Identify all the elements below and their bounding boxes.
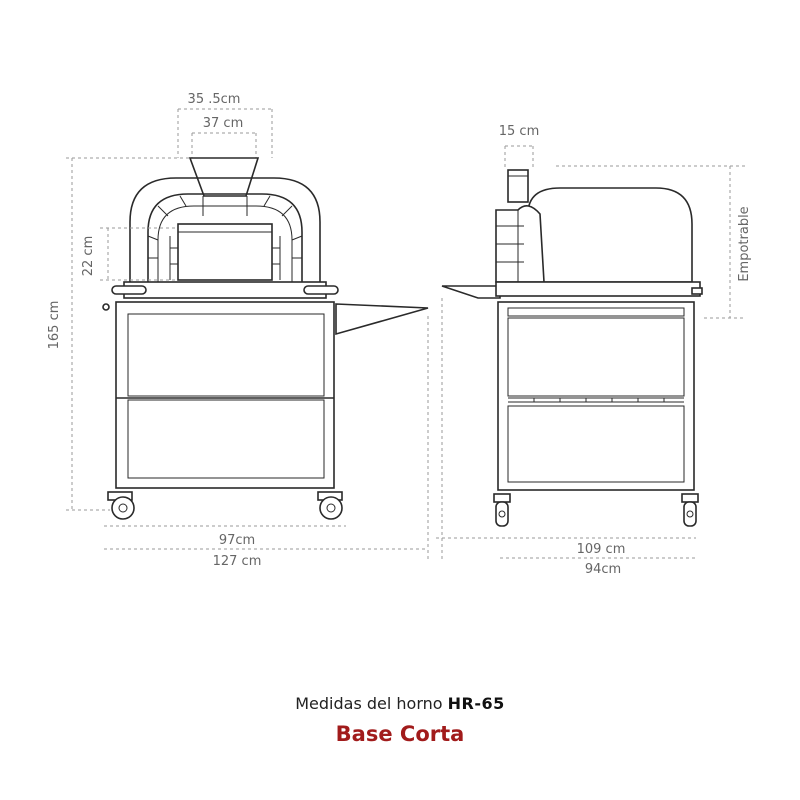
front-view [66,108,429,560]
chimney-outer-dimension: 35 .5cm [188,92,241,107]
chimney-inner-dimension: 37 cm [203,116,244,131]
caption-title: Medidas del horno HR-65 [0,694,800,713]
cart-depth-dimension: 94cm [585,562,621,577]
cart-width-dimension: 97cm [219,533,255,548]
empotrable-dimension: Empotrable [737,206,752,281]
total-depth-dimension: 109 cm [577,542,626,557]
flue-width-dimension: 15 cm [499,124,540,139]
model-name: HR-65 [447,694,505,713]
caption-prefix: Medidas del horno [295,694,448,713]
total-width-dimension: 127 cm [213,554,262,569]
caption-subtitle: Base Corta [335,722,465,746]
door-height-dimension: 22 cm [81,236,96,277]
total-height-dimension: 165 cm [47,301,62,350]
side-view [436,145,746,560]
